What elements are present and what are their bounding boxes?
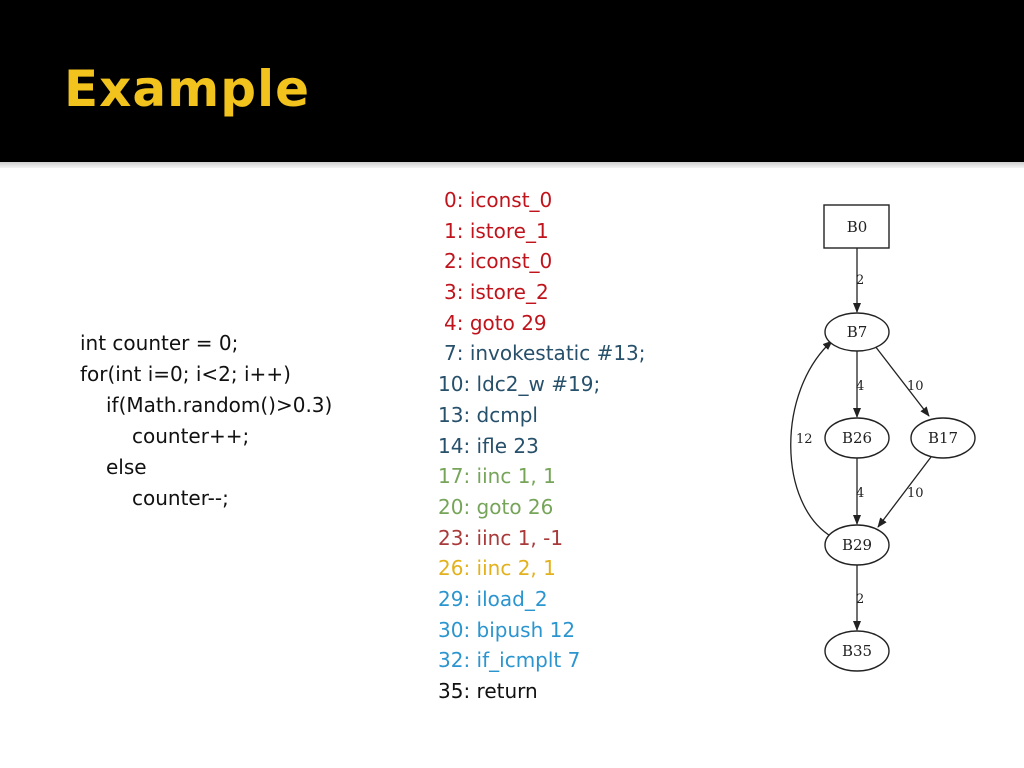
source-line: if(Math.random()>0.3) (106, 393, 333, 417)
node-b29: B29 (824, 524, 890, 566)
bytecode-instruction: 32: if_icmplt 7 (438, 648, 581, 673)
node-label-b7: B7 (847, 323, 868, 341)
node-label-b29: B29 (842, 536, 872, 554)
cfg-edge-labels: 2 4 10 12 4 10 2 (796, 273, 924, 607)
java-source-code: int counter = 0; for(int i=0; i<2; i++) … (80, 328, 332, 514)
edge-label-b7-b17: 10 (907, 379, 924, 394)
source-line: counter--; (132, 486, 229, 510)
bytecode-instruction: 17: iinc 1, 1 (438, 464, 556, 489)
node-label-b35: B35 (842, 642, 872, 660)
bytecode-instruction: 10: ldc2_w #19; (438, 372, 601, 397)
title-bar: Example (0, 0, 1024, 168)
edge-label-b29-b35: 2 (856, 592, 864, 607)
edge-b7-b17 (874, 345, 930, 417)
bytecode-instruction: 14: ifle 23 (438, 433, 539, 458)
bytecode-instruction: 7: invokestatic #13; (444, 341, 646, 366)
bytecode-instruction: 20: goto 26 (438, 494, 554, 519)
node-b0: B0 (823, 204, 890, 249)
bytecode-instruction: 0: iconst_0 (444, 188, 553, 212)
node-b35: B35 (824, 630, 890, 672)
node-label-b17: B17 (928, 429, 958, 447)
bytecode-instruction: 13: dcmpl (438, 402, 538, 427)
source-line: else (106, 455, 147, 479)
node-label-b0: B0 (847, 218, 868, 236)
node-label-b26: B26 (842, 429, 872, 447)
source-line: counter++; (132, 424, 250, 448)
bytecode-instruction: 23: iinc 1, -1 (438, 525, 564, 550)
node-b17: B17 (910, 417, 976, 459)
bytecode-instruction: 35: return (438, 679, 538, 703)
bytecode-instruction: 3: istore_2 (444, 280, 549, 305)
edge-b29-b7 (790, 340, 833, 538)
node-b7: B7 (824, 312, 890, 352)
cfg-nodes: B0 B7 B26 B17 B29 B35 (823, 204, 976, 672)
title-divider (0, 162, 1024, 168)
bytecode-instruction: 30: bipush 12 (438, 617, 576, 642)
control-flow-graph: 2 4 10 12 4 10 2 B0 B7 B26 B17 (790, 204, 976, 672)
slide-title: Example (64, 60, 311, 118)
bytecode-instruction: 1: istore_1 (444, 218, 549, 243)
source-line: for(int i=0; i<2; i++) (80, 362, 291, 386)
cfg-edges (790, 248, 932, 631)
source-line: int counter = 0; (80, 331, 239, 355)
bytecode-instruction: 26: iinc 2, 1 (438, 556, 556, 581)
edge-label-b17-b29: 10 (907, 486, 924, 501)
edge-label-b7-b26: 4 (856, 379, 864, 394)
bytecode-instruction: 29: iload_2 (438, 586, 548, 611)
node-b26: B26 (824, 417, 890, 459)
edge-b17-b29 (877, 456, 932, 528)
bytecode-listing: 0: iconst_0 1: istore_1 2: iconst_0 3: isto… (438, 185, 646, 707)
edge-label-b29-b7: 12 (796, 432, 813, 447)
bytecode-instruction: 4: goto 29 (444, 310, 547, 335)
edge-label-b0-b7: 2 (856, 273, 864, 288)
edge-label-b26-b29: 4 (856, 486, 864, 501)
bytecode-instruction: 2: iconst_0 (444, 249, 553, 274)
